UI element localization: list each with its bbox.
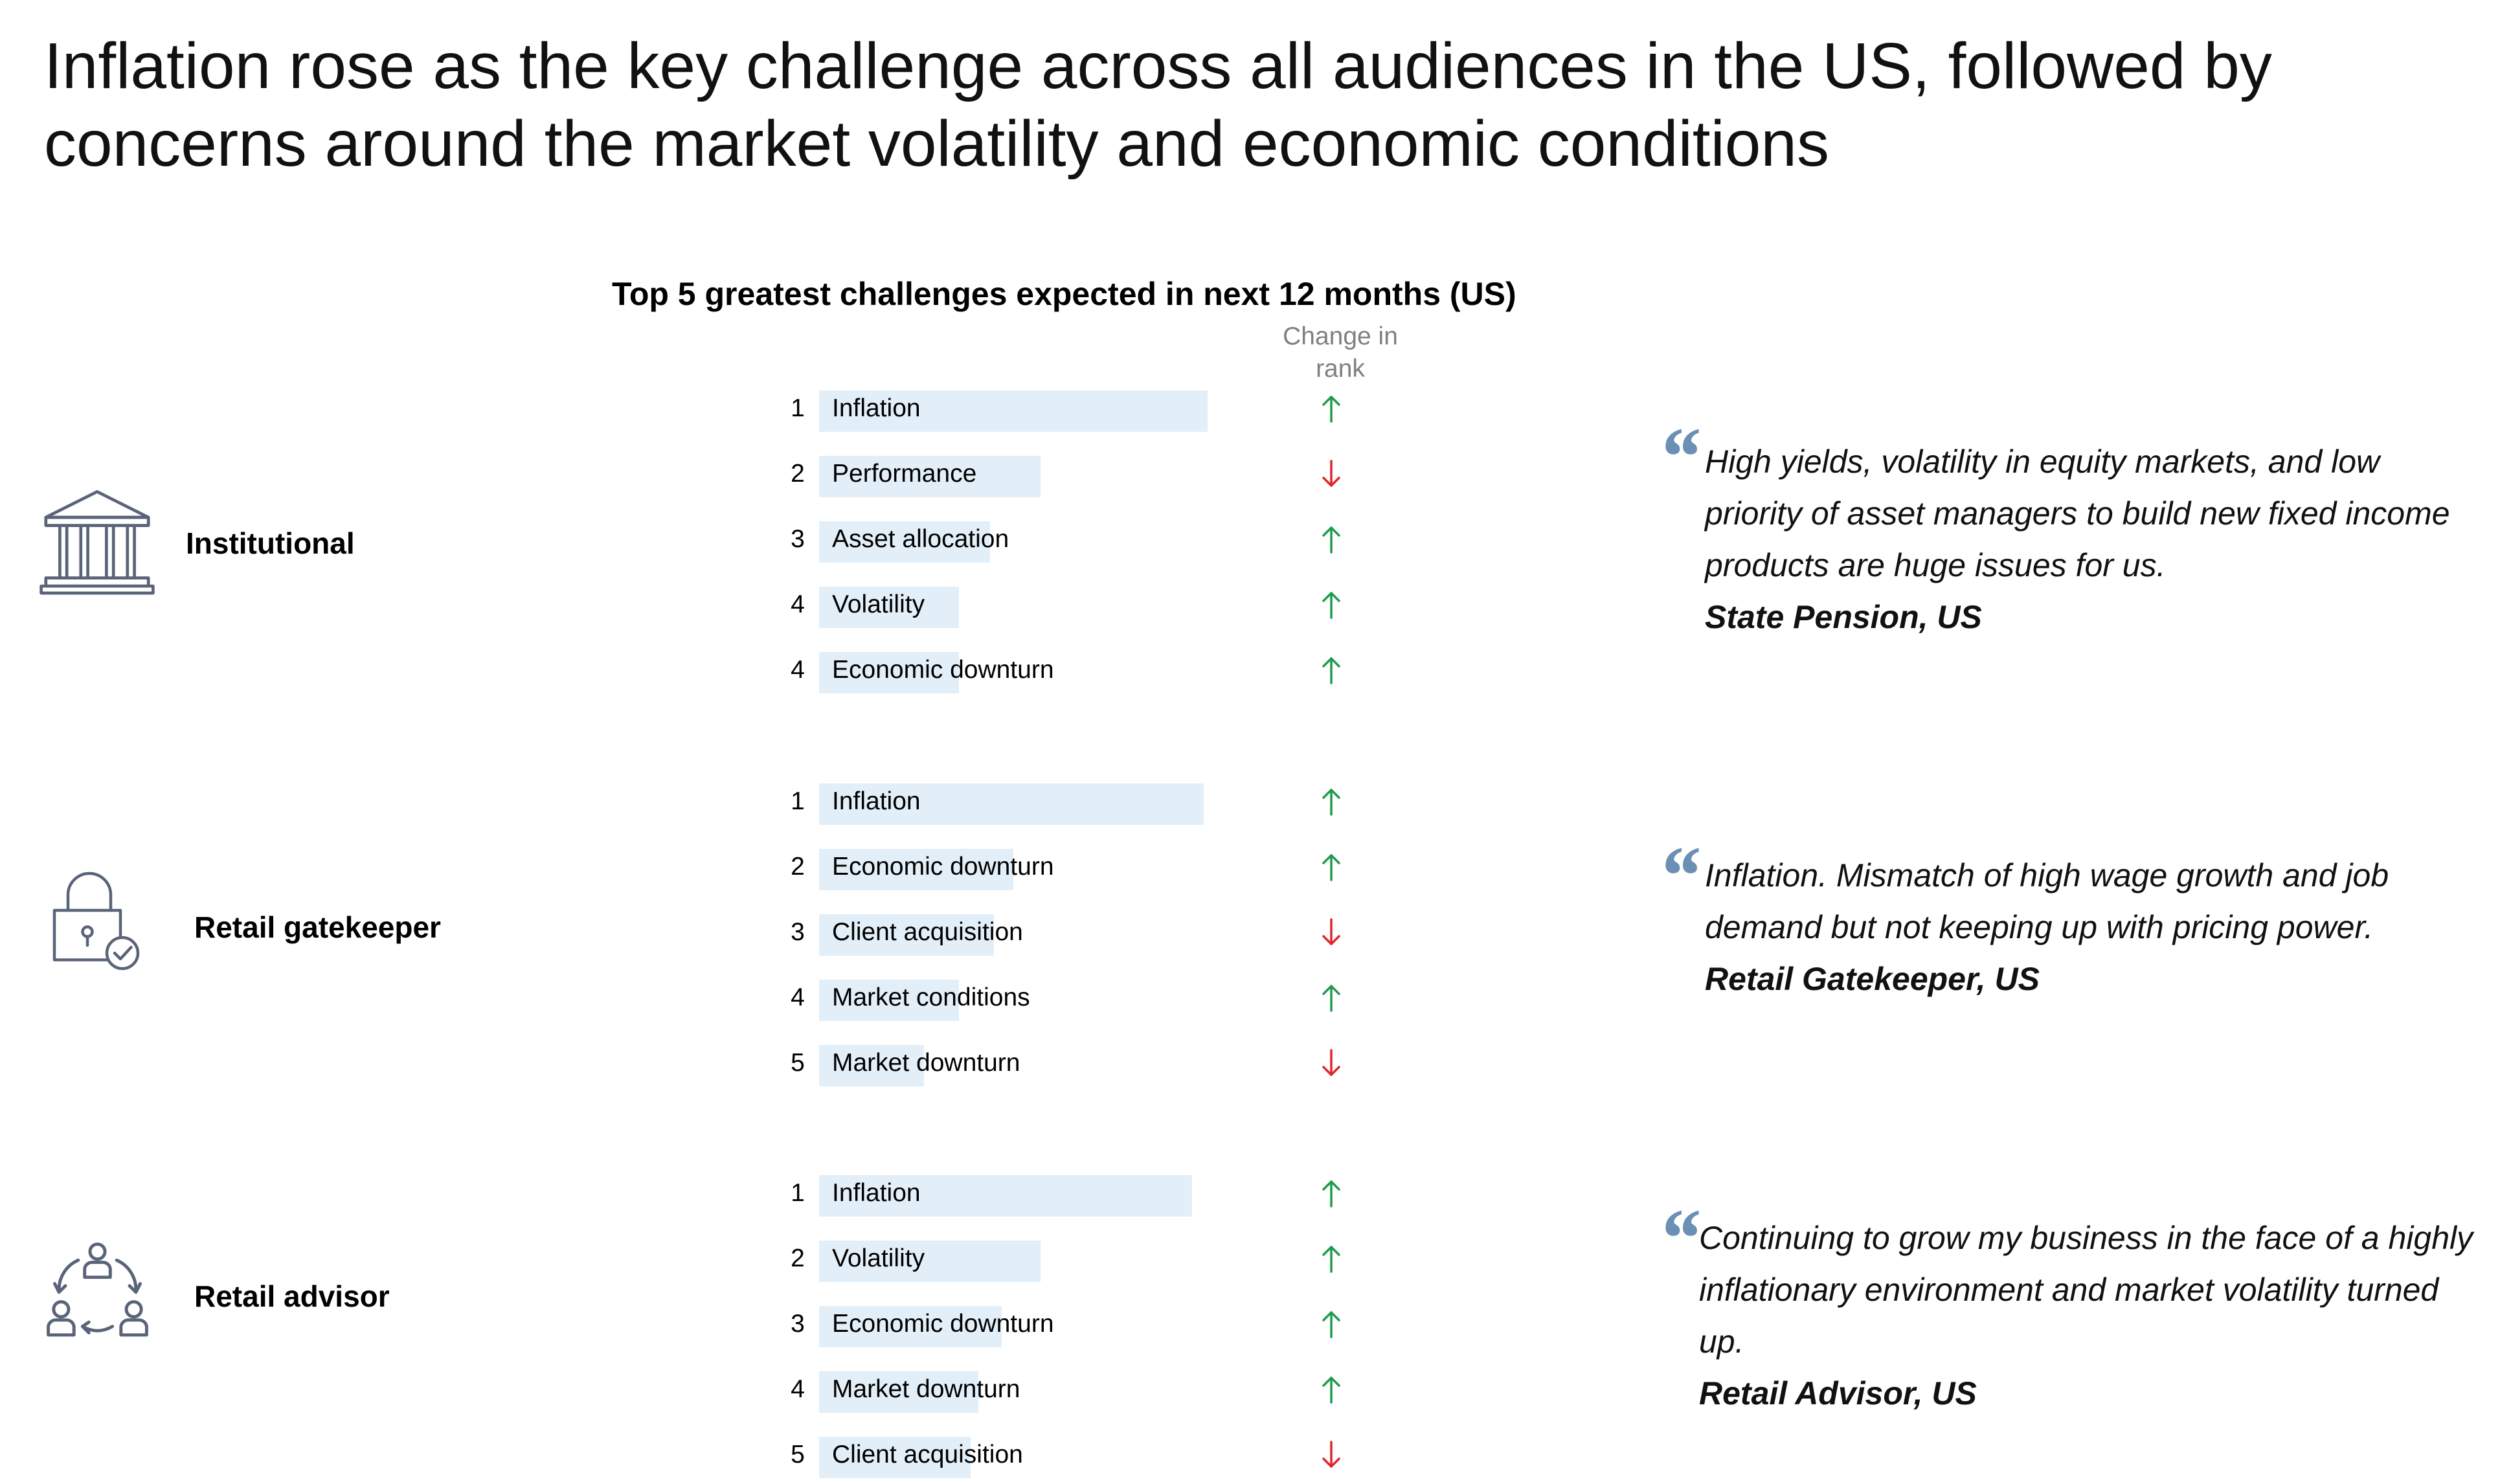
rank-number: 3 <box>791 1310 805 1338</box>
rank-number: 2 <box>791 1244 805 1272</box>
rank-number: 3 <box>791 918 805 946</box>
challenge-row: 2 Economic downturn <box>0 849 1425 890</box>
challenge-bar <box>819 914 994 956</box>
challenge-label: Asset allocation <box>832 525 1009 553</box>
arrow-up-icon <box>1320 589 1343 620</box>
challenge-row: 1 Inflation <box>0 390 1425 432</box>
challenge-label: Inflation <box>832 1179 921 1207</box>
challenge-bar <box>819 456 1041 497</box>
challenge-label: Economic downturn <box>832 656 1054 684</box>
rank-number: 1 <box>791 394 805 422</box>
page-title: Inflation rose as the key challenge acro… <box>44 30 2272 180</box>
challenge-bar <box>819 587 959 628</box>
challenge-row: 5 Client acquisition <box>0 1437 1425 1478</box>
challenge-label: Client acquisition <box>832 918 1023 946</box>
quote-source: Retail Advisor, US <box>1699 1375 1977 1411</box>
rank-number: 4 <box>791 1375 805 1403</box>
rank-number: 1 <box>791 1179 805 1207</box>
challenge-bar <box>819 1306 1002 1347</box>
audience-label-retail-gatekeeper: Retail gatekeeper <box>194 910 441 944</box>
challenge-bar <box>819 1241 1041 1282</box>
challenge-label: Performance <box>832 460 977 488</box>
challenge-bar <box>819 521 990 563</box>
arrow-up-icon <box>1320 1178 1343 1209</box>
quote-mark-icon: “ <box>1658 1192 1700 1285</box>
challenge-row: 3 Client acquisition <box>0 914 1425 956</box>
change-in-rank-header: Change in rank <box>1283 322 1398 383</box>
rank-number: 5 <box>791 1049 805 1077</box>
challenge-row: 2 Performance <box>0 456 1425 497</box>
challenge-label: Economic downturn <box>832 853 1054 881</box>
quote-text: High yields, volatility in equity market… <box>1705 444 2450 583</box>
challenge-label: Inflation <box>832 787 921 815</box>
challenge-label: Volatility <box>832 590 925 618</box>
chart-title: Top 5 greatest challenges expected in ne… <box>612 276 1516 312</box>
arrow-up-icon <box>1320 1309 1343 1340</box>
challenge-row: 1 Inflation <box>0 1175 1425 1217</box>
challenge-row: 3 Asset allocation <box>0 521 1425 563</box>
challenge-label: Market conditions <box>832 984 1030 1011</box>
rank-number: 3 <box>791 525 805 553</box>
quote-mark-icon: “ <box>1658 410 1700 504</box>
challenge-bar <box>819 652 959 693</box>
challenge-bar <box>819 1175 1192 1217</box>
bank-icon <box>39 482 155 599</box>
advisor-network-icon <box>44 1237 151 1343</box>
rank-number: 2 <box>791 853 805 881</box>
challenge-row: 4 Market conditions <box>0 980 1425 1021</box>
quote-source: Retail Gatekeeper, US <box>1705 961 2040 997</box>
arrow-up-icon <box>1320 655 1343 686</box>
rank-number: 2 <box>791 460 805 488</box>
challenge-row: 3 Economic downturn <box>0 1306 1425 1347</box>
rank-number: 4 <box>791 590 805 618</box>
arrow-up-icon <box>1320 524 1343 555</box>
challenge-row: 1 Inflation <box>0 783 1425 825</box>
arrow-up-icon <box>1320 786 1343 817</box>
challenge-bar <box>819 980 959 1021</box>
quote-source: State Pension, US <box>1705 599 1982 635</box>
arrow-up-icon <box>1320 1374 1343 1405</box>
challenge-row: 2 Volatility <box>0 1241 1425 1282</box>
quote-mark-icon: “ <box>1658 829 1700 923</box>
arrow-down-icon <box>1320 1048 1343 1079</box>
padlock-check-icon <box>47 868 144 974</box>
challenge-row: 4 Volatility <box>0 587 1425 628</box>
challenge-row: 4 Market downturn <box>0 1371 1425 1413</box>
challenge-bar <box>819 849 1013 890</box>
arrow-up-icon <box>1320 1243 1343 1274</box>
challenge-row: 4 Economic downturn <box>0 652 1425 693</box>
challenge-bar <box>819 1371 978 1413</box>
audience-label-retail-advisor: Retail advisor <box>194 1279 390 1313</box>
challenge-bar <box>819 1437 971 1478</box>
arrow-down-icon <box>1320 917 1343 948</box>
challenge-bar <box>819 1045 924 1086</box>
challenge-row: 5 Market downturn <box>0 1045 1425 1086</box>
challenge-label: Economic downturn <box>832 1310 1054 1338</box>
rank-number: 4 <box>791 656 805 684</box>
rank-number: 5 <box>791 1441 805 1468</box>
audience-label-institutional: Institutional <box>186 526 355 560</box>
quote-text: Continuing to grow my business in the fa… <box>1699 1220 2473 1360</box>
arrow-down-icon <box>1320 1439 1343 1470</box>
rank-number: 4 <box>791 984 805 1011</box>
challenge-label: Client acquisition <box>832 1441 1023 1468</box>
quote-text: Inflation. Mismatch of high wage growth … <box>1705 857 2389 945</box>
challenge-label: Volatility <box>832 1244 925 1272</box>
rank-number: 1 <box>791 787 805 815</box>
arrow-up-icon <box>1320 851 1343 883</box>
challenge-label: Inflation <box>832 394 921 422</box>
challenge-bar <box>819 390 1208 432</box>
challenge-label: Market downturn <box>832 1375 1020 1403</box>
arrow-up-icon <box>1320 982 1343 1013</box>
challenge-label: Market downturn <box>832 1049 1020 1077</box>
arrow-up-icon <box>1320 393 1343 424</box>
arrow-down-icon <box>1320 458 1343 489</box>
challenge-bar <box>819 783 1204 825</box>
